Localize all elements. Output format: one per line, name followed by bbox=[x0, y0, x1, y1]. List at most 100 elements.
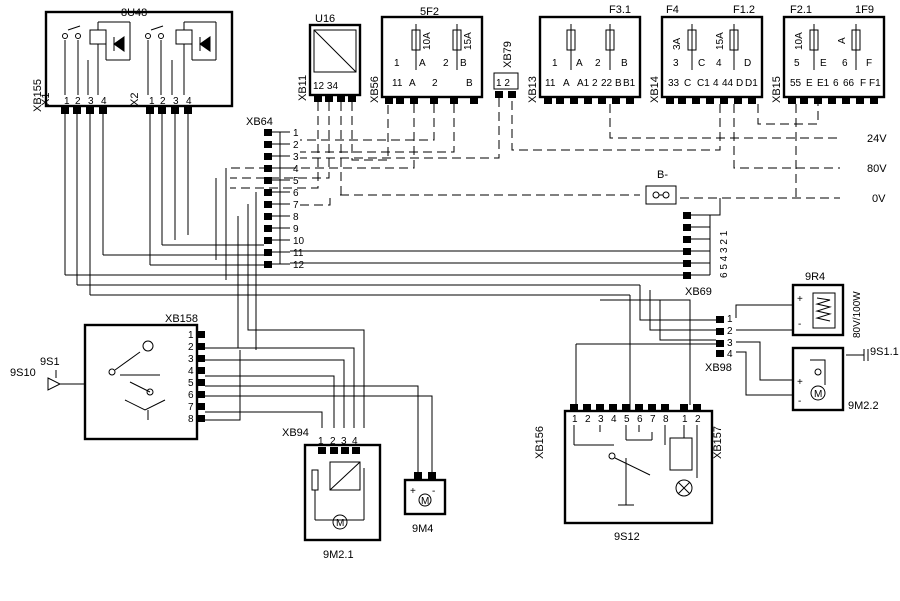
fuse-f4-a: 3A bbox=[672, 37, 683, 50]
fuse-block-5f2: 5F2 10A 15A 1 11 A A 2 2 B B bbox=[380, 6, 484, 104]
pin-f4-dx: D bbox=[736, 78, 743, 89]
fuse-5f2-b: 15A bbox=[463, 32, 474, 50]
xb158-pin-3: 3 bbox=[188, 354, 194, 365]
pin-f21-f: F bbox=[866, 58, 872, 69]
xb64-pin-10: 10 bbox=[293, 236, 305, 247]
label-1f9: 1F9 bbox=[855, 4, 874, 16]
xb157-pin-1: 1 bbox=[682, 414, 688, 425]
u16-pins: 12 34 bbox=[313, 81, 338, 92]
unit-u16: U16 12 34 bbox=[308, 13, 362, 102]
xb79-pins: 1 2 bbox=[496, 78, 510, 89]
label-xb15: XB15 bbox=[771, 76, 783, 103]
connector-xb98: 1 2 3 4 XB98 bbox=[705, 314, 733, 374]
label-xb13: XB13 bbox=[527, 76, 539, 103]
rail-24v: 24V bbox=[867, 133, 887, 145]
pin-x1-1: 1 bbox=[64, 96, 70, 107]
xb156-pin-3: 3 bbox=[598, 414, 604, 425]
pin-f21-e1: E1 bbox=[817, 78, 830, 89]
pin-f4-33: 33 bbox=[668, 78, 680, 89]
label-xb69: XB69 bbox=[685, 286, 712, 298]
label-f4: F4 bbox=[666, 4, 679, 16]
pin-x2-3: 3 bbox=[173, 96, 179, 107]
xb156-pin-2: 2 bbox=[585, 414, 591, 425]
xb156-pin-6: 6 bbox=[637, 414, 643, 425]
pin-f31-2: 2 bbox=[595, 58, 601, 69]
motor-9m4-m-icon: M bbox=[421, 496, 429, 507]
motor-9m4-minus: - bbox=[432, 486, 435, 497]
xb98-pin-4: 4 bbox=[727, 349, 733, 360]
xb158-pin-7: 7 bbox=[188, 402, 194, 413]
pin-f4-c: C bbox=[698, 58, 705, 69]
resistor-9r4-minus: - bbox=[798, 319, 801, 330]
xb94-pin-1: 1 bbox=[318, 436, 324, 447]
wires bbox=[64, 114, 869, 472]
power-rails: 24V 80V 0V bbox=[340, 98, 887, 205]
fuse-block-f21: F2.1 1F9 10A A 5 55 E E E1 6 6 66 F F F1 bbox=[782, 4, 886, 104]
terminal-b-minus: B- bbox=[645, 169, 677, 205]
xb64-pin-11: 11 bbox=[293, 248, 304, 259]
label-x1: X1 bbox=[40, 93, 52, 106]
xb64-pin-3: 3 bbox=[293, 152, 299, 163]
xb158-pin-1: 1 bbox=[188, 330, 194, 341]
label-xb156: XB156 bbox=[534, 426, 546, 459]
pin-f21-ex: E bbox=[806, 78, 813, 89]
motor-9m22-m-icon: M bbox=[814, 389, 822, 400]
motor-9m21-m-icon: M bbox=[336, 518, 344, 529]
pin-5f2-1: 1 bbox=[394, 58, 400, 69]
fuse-f21-b: A bbox=[837, 37, 848, 44]
xb94-pin-2: 2 bbox=[330, 436, 336, 447]
pin-f4-cx: C bbox=[684, 78, 691, 89]
label-9s10: 9S10 bbox=[10, 367, 36, 379]
motor-9m21: XB94 1 2 3 4 M 9M2.1 bbox=[282, 427, 382, 561]
fuse-5f2-a: 10A bbox=[422, 32, 433, 50]
pin-f21-f1: F1 bbox=[869, 78, 881, 89]
motor-9m4-plus: + bbox=[410, 486, 416, 497]
pin-f31-1: 1 bbox=[552, 58, 558, 69]
xb158-pin-8: 8 bbox=[188, 414, 194, 425]
xb158-pin-6: 6 bbox=[188, 390, 194, 401]
pin-x2-1: 1 bbox=[149, 96, 155, 107]
switch-9s12: XB156 XB157 1 2 3 4 5 6 7 8 1 2 bbox=[534, 404, 724, 543]
pin-f4-4x: 4 bbox=[713, 78, 719, 89]
pin-f21-55: 55 bbox=[790, 78, 802, 89]
pin-f21-e: E bbox=[820, 58, 827, 69]
pin-f31-22: 22 bbox=[601, 78, 613, 89]
label-9m4: 9M4 bbox=[412, 523, 433, 535]
fuse-block-f4: F4 F1.2 3A 15A 3 33 C C C1 4 4 44 D D D1 bbox=[660, 4, 764, 104]
xb69-pins: 6 5 4 3 2 1 bbox=[719, 230, 730, 278]
motor-9m22-minus: - bbox=[798, 396, 801, 407]
rating-9r4: 80V/100W bbox=[852, 291, 863, 338]
pin-5f2-a: A bbox=[419, 58, 426, 69]
motor-9m4: + - M 9M4 bbox=[403, 472, 447, 535]
pin-x1-4: 4 bbox=[101, 96, 107, 107]
xb64-pin-1: 1 bbox=[293, 128, 299, 139]
label-xb157: XB157 bbox=[712, 426, 724, 459]
xb64-pin-2: 2 bbox=[293, 140, 299, 151]
label-5f2: 5F2 bbox=[420, 6, 439, 18]
connector-xb69: 6 5 4 3 2 1 XB69 bbox=[683, 198, 730, 298]
pin-f31-a1: A1 bbox=[577, 78, 590, 89]
xb156-pin-7: 7 bbox=[650, 414, 656, 425]
pin-f4-c1: C1 bbox=[697, 78, 710, 89]
pin-5f2-22: 2 bbox=[432, 78, 438, 89]
label-xb56: XB56 bbox=[369, 76, 381, 103]
motor-9m22: + - M 9S1.1 9M2.2 bbox=[791, 346, 899, 412]
label-xb14: XB14 bbox=[649, 76, 661, 103]
label-xb94: XB94 bbox=[282, 427, 309, 439]
label-f31: F3.1 bbox=[609, 4, 631, 16]
xb156-pin-1: 1 bbox=[572, 414, 578, 425]
pin-5f2-2: 2 bbox=[443, 58, 449, 69]
pin-f21-5: 5 bbox=[794, 58, 800, 69]
xb158-pin-4: 4 bbox=[188, 366, 194, 377]
xb94-pin-3: 3 bbox=[341, 436, 347, 447]
label-xb158: XB158 bbox=[165, 313, 198, 325]
switch-module-xb158: XB158 1 2 3 4 5 6 7 8 bbox=[83, 313, 205, 441]
rail-80v: 80V bbox=[867, 163, 887, 175]
pin-5f2-b2: B bbox=[466, 78, 473, 89]
label-x2: X2 bbox=[129, 93, 141, 106]
xb64-pin-7: 7 bbox=[293, 200, 299, 211]
connector-xb64: XB64 1 2 3 4 5 6 7 8 9 10 11 12 bbox=[246, 116, 305, 271]
pin-f4-d: D bbox=[744, 58, 751, 69]
switch-9s10: 9S10 9S1 bbox=[10, 356, 85, 391]
